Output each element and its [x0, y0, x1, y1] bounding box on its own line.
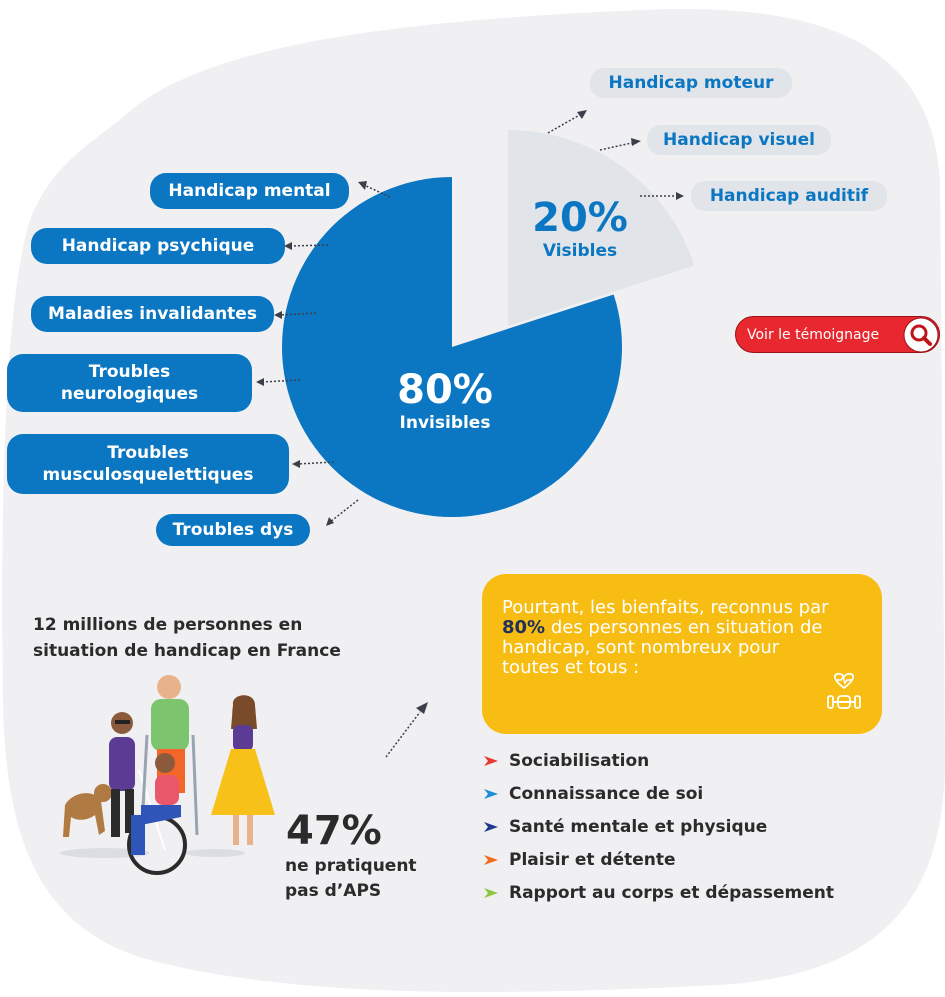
callout-text-after: des personnes en situation de handicap, … — [502, 617, 823, 678]
search-icon — [903, 317, 939, 353]
callout-highlight: 80% — [502, 617, 546, 638]
people-with-disabilities-illustration — [60, 675, 275, 875]
slice-name-invisibles: Invisibles — [399, 413, 491, 433]
pie-slice-visibles — [508, 130, 695, 326]
benefit-item: Santé mentale et physique — [483, 810, 834, 843]
benefits-list: Sociabilisation Connaissance de soi Sant… — [483, 744, 834, 909]
benefit-label: Rapport au corps et dépassement — [509, 882, 835, 903]
pill-handicap-mental: Handicap mental — [150, 173, 349, 209]
benefit-label: Connaissance de soi — [509, 783, 704, 804]
arrow-dys — [329, 499, 359, 523]
slice-label-visibles: 20% Visibles — [520, 196, 640, 262]
arrow-heads — [256, 110, 684, 714]
heart-dumbbell-icon — [827, 672, 861, 709]
chevron-right-icon — [484, 755, 498, 766]
benefit-item: Rapport au corps et dépassement — [483, 876, 834, 909]
chevron-right-icon — [484, 854, 498, 865]
arrow-mental — [363, 184, 391, 198]
chevron-right-icon — [484, 821, 498, 832]
stat-percentage: 47% — [286, 808, 382, 854]
stat-label: ne pratiquent pas d’APS — [285, 856, 417, 901]
pill-handicap-visuel: Handicap visuel — [647, 125, 831, 155]
benefits-callout-text: Pourtant, les bienfaits, reconnus par 80… — [502, 598, 832, 678]
benefits-callout: Pourtant, les bienfaits, reconnus par 80… — [482, 574, 882, 734]
benefit-label: Santé mentale et physique — [509, 816, 768, 837]
arrow-visuel — [599, 141, 637, 151]
arrow-stat — [385, 711, 421, 758]
pill-handicap-psychique: Handicap psychique — [31, 228, 285, 264]
slice-value-visibles: 20% — [532, 195, 628, 241]
chevron-right-icon — [484, 887, 498, 898]
benefit-label: Sociabilisation — [509, 750, 650, 771]
benefit-item: Connaissance de soi — [483, 777, 834, 810]
benefit-item: Sociabilisation — [483, 744, 834, 777]
pill-troubles-neurologiques: Troubles neurologiques — [7, 354, 252, 412]
benefit-label: Plaisir et détente — [509, 849, 676, 870]
slice-label-invisibles: 80% Invisibles — [385, 368, 505, 434]
pill-handicap-auditif: Handicap auditif — [691, 181, 887, 211]
temoignage-button[interactable]: Voir le témoignage — [735, 316, 940, 353]
callout-text-before: Pourtant, les bienfaits, reconnus par — [502, 597, 829, 618]
pill-handicap-moteur: Handicap moteur — [590, 68, 792, 98]
slice-value-invisibles: 80% — [397, 367, 493, 413]
arrow-psychique — [289, 244, 329, 247]
chevron-right-icon — [484, 788, 498, 799]
pie-slice-invisibles — [282, 177, 622, 517]
slice-name-visibles: Visibles — [542, 241, 618, 261]
benefit-item: Plaisir et détente — [483, 843, 834, 876]
connector-arrows — [261, 112, 678, 758]
intro-text: 12 millions de personnes en situation de… — [33, 615, 341, 661]
temoignage-button-label: Voir le témoignage — [747, 326, 880, 343]
pill-troubles-musculosquelettiques: Troubles musculosquelettiques — [7, 434, 289, 494]
pill-maladies-invalidantes: Maladies invalidantes — [31, 296, 274, 332]
pill-troubles-dys: Troubles dys — [156, 514, 310, 546]
arrow-moteur — [547, 112, 584, 134]
